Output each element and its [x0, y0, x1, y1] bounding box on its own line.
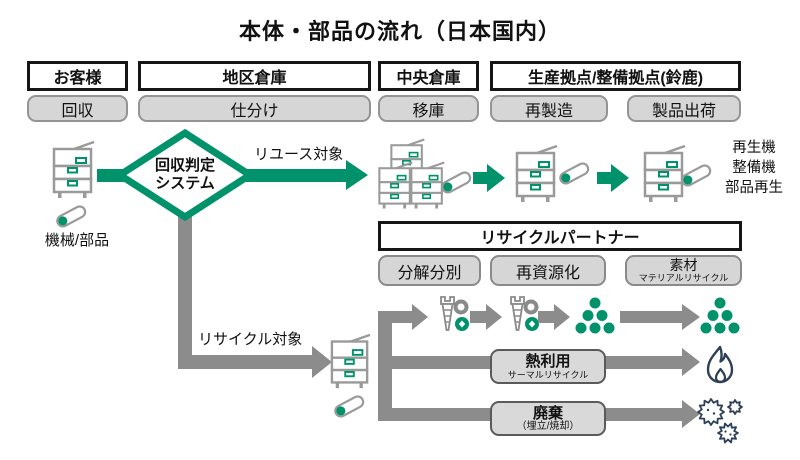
- header-district-label: 地区倉庫: [222, 70, 287, 87]
- step-remanufacture-label: 再製造: [524, 102, 573, 120]
- page-title: 本体・部品の流れ（日本国内）: [238, 19, 561, 44]
- header-customer-label: お客様: [53, 70, 102, 87]
- step-disposal: 廃棄 （埋立/焼却）: [490, 401, 606, 436]
- output-maintained-machine: 整備機: [732, 160, 776, 176]
- step-sorting: 仕分け: [138, 95, 371, 122]
- gray-arrowhead-to-recycle-printer: [312, 346, 332, 378]
- toner-cartridge-icon: [439, 169, 474, 196]
- step-material-sublabel: マテリアルリサイクル: [638, 273, 729, 283]
- step-collection: 回収: [27, 95, 128, 122]
- gray-arrowhead: [682, 400, 700, 428]
- step-collection-label: 回収: [61, 102, 94, 120]
- reuse-arrowhead: [346, 160, 368, 190]
- flame-icon: [706, 345, 734, 384]
- recycle-target-label: リサイクル対象: [198, 331, 303, 348]
- recycle-partner-label: リサイクルパートナー: [480, 230, 640, 247]
- step-material-label: 素材: [669, 257, 698, 273]
- output-parts-regeneration: 部品再生: [725, 180, 783, 196]
- waste-debris-icon: [697, 398, 743, 444]
- recycle-flow-horizontal-bar: [178, 355, 312, 369]
- green-arrow-shaft: [473, 172, 487, 184]
- gray-arrowhead: [682, 304, 700, 330]
- toner-cartridge-icon: [54, 203, 89, 230]
- gray-arrowhead: [486, 304, 502, 330]
- copier-icon: [330, 333, 372, 390]
- step-remanufacture: 再製造: [490, 95, 608, 122]
- header-central-label: 中央倉庫: [396, 70, 461, 87]
- step-shipment: 製品出荷: [627, 95, 741, 122]
- copier-icon: [515, 144, 559, 204]
- gray-arrow-shaft: [392, 356, 492, 369]
- step-thermal-sublabel: サーマルリサイクル: [507, 369, 589, 380]
- step-disposal-label: 廃棄: [532, 404, 563, 422]
- step-transfer: 移庫: [378, 95, 479, 122]
- gray-arrowhead: [554, 304, 570, 330]
- step-rematerialize: 再資源化: [490, 255, 606, 286]
- screw-and-nuts-icon: [439, 295, 471, 333]
- decision-line2: システム: [155, 175, 215, 192]
- step-disassembly: 分解分別: [378, 255, 481, 286]
- gray-arrow-shaft: [538, 311, 554, 323]
- reuse-target-label: リユース対象: [254, 146, 344, 163]
- toner-cartridge-icon: [679, 162, 714, 189]
- step-thermal-label: 熱利用: [525, 352, 571, 370]
- material-pellets-icon: [575, 297, 615, 334]
- distribution-vertical-bar: [378, 311, 392, 421]
- machine-parts-label: 機械/部品: [44, 232, 110, 249]
- gray-arrowhead: [682, 348, 700, 376]
- gray-arrowhead: [412, 304, 428, 330]
- step-transfer-label: 移庫: [412, 102, 445, 120]
- header-production-site: 生産拠点/整備拠点(鈴鹿): [490, 61, 741, 91]
- header-customer: お客様: [27, 61, 128, 91]
- output-regenerated-machine: 再生機: [732, 140, 776, 156]
- decision-line1: 回収判定: [154, 157, 215, 174]
- decision-diamond: [113, 128, 257, 222]
- green-arrowhead: [611, 164, 629, 192]
- step-thermal: 熱利用 サーマルリサイクル: [490, 349, 606, 384]
- output-list: 再生機 整備機 部品再生: [710, 138, 798, 198]
- step-sorting-label: 仕分け: [230, 102, 279, 120]
- gray-arrow-shaft: [392, 311, 412, 323]
- step-shipment-label: 製品出荷: [651, 102, 716, 120]
- header-district-warehouse: 地区倉庫: [138, 61, 371, 91]
- copier-icon: [52, 140, 96, 200]
- gray-arrow-shaft: [604, 356, 682, 369]
- reuse-arrow-shaft: [246, 169, 346, 182]
- gray-arrow-shaft: [620, 311, 682, 323]
- screw-and-nuts-icon: [509, 295, 541, 333]
- header-production-label: 生産拠点/整備拠点(鈴鹿): [527, 70, 704, 87]
- header-recycle-partner: リサイクルパートナー: [378, 221, 742, 251]
- decision-diamond-text: 回収判定 システム: [135, 157, 235, 193]
- step-rematerialize-label: 再資源化: [515, 264, 580, 282]
- material-pellets-icon: [700, 297, 740, 334]
- gray-arrow-shaft: [392, 408, 492, 421]
- step-material: 素材 マテリアルリサイクル: [625, 255, 742, 286]
- gray-arrow-shaft: [470, 311, 486, 323]
- step-disassembly-label: 分解分別: [397, 264, 462, 282]
- toner-cartridge-icon: [332, 393, 367, 420]
- gray-arrow-shaft: [604, 408, 682, 421]
- green-arrow-shaft: [597, 172, 611, 184]
- toner-cartridge-icon: [557, 160, 592, 187]
- header-central-warehouse: 中央倉庫: [378, 61, 479, 91]
- step-disposal-sublabel: （埋立/焼却）: [516, 420, 580, 432]
- green-arrowhead: [487, 164, 505, 192]
- recycle-flow-vertical-bar: [178, 214, 192, 369]
